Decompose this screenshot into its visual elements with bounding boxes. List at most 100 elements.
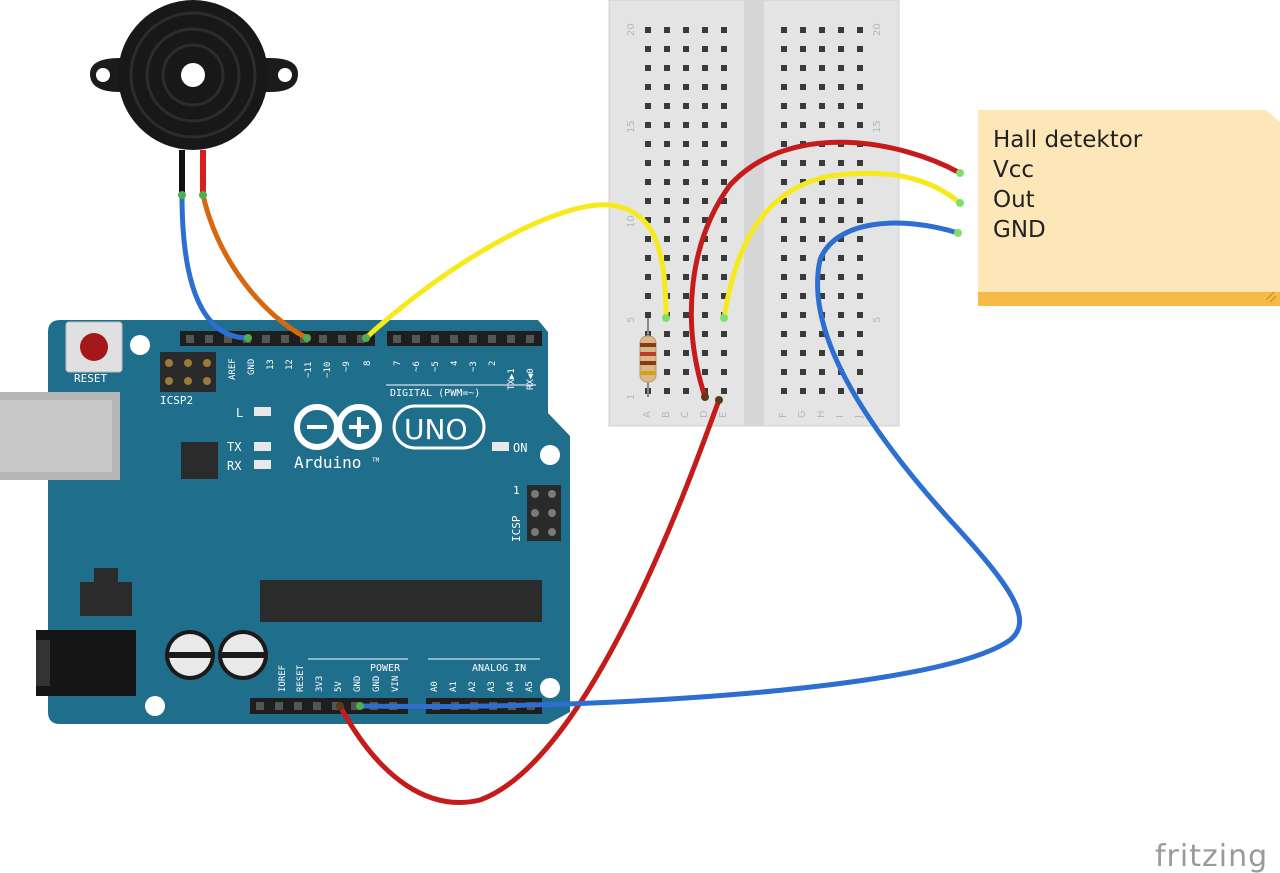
wire-gnd-return[interactable]	[357, 220, 1023, 709]
connection-point	[178, 191, 186, 199]
breadboard-hole	[721, 255, 727, 261]
hall-detector-note: Hall detektor Vcc Out GND	[978, 110, 1280, 306]
breadboard-hole	[664, 179, 670, 185]
breadboard-hole	[838, 84, 844, 90]
breadboard-hole	[683, 103, 689, 109]
wire-5v-breadboard[interactable]	[337, 397, 722, 805]
icsp2-pin	[165, 377, 173, 385]
power-label: POWER	[370, 663, 401, 674]
col-label-20: 20	[626, 23, 637, 36]
header-hole	[205, 335, 213, 343]
connection-point	[356, 702, 364, 710]
breadboard-hole	[664, 236, 670, 242]
breadboard-hole	[702, 179, 708, 185]
header-hole	[224, 335, 232, 343]
breadboard-hole	[721, 369, 727, 375]
led-tx	[254, 442, 271, 451]
note-out: Out	[993, 187, 1035, 213]
led-on	[492, 442, 509, 451]
breadboard-hole	[664, 122, 670, 128]
breadboard-hole	[781, 103, 787, 109]
breadboard-hole	[702, 255, 708, 261]
connection-point	[199, 191, 207, 199]
breadboard-hole	[683, 350, 689, 356]
header-hole	[262, 335, 270, 343]
pin-label-rx0: RX◀0	[526, 368, 536, 390]
resize-grip-icon[interactable]	[1265, 291, 1277, 303]
fritzing-watermark: fritzing	[1155, 839, 1268, 873]
breadboard-hole	[781, 331, 787, 337]
breadboard-hole	[781, 179, 787, 185]
pin-label-8: 8	[363, 361, 373, 366]
breadboard-hole	[781, 236, 787, 242]
breadboard-hole	[838, 255, 844, 261]
pin-label-a4: A4	[506, 681, 516, 692]
pin-label-3v3: 3V3	[315, 676, 325, 692]
breadboard-hole	[702, 84, 708, 90]
led-l	[254, 407, 271, 416]
breadboard-hole	[857, 122, 863, 128]
pin-label-11: ~11	[304, 362, 314, 378]
breadboard-hole	[683, 274, 689, 280]
breadboard-hole	[721, 217, 727, 223]
row-label-a: A	[642, 411, 653, 418]
breadboard-hole	[664, 255, 670, 261]
atmega328-chip	[260, 580, 542, 622]
breadboard-hole	[819, 236, 825, 242]
wire-breadboard-vcc[interactable]	[688, 139, 963, 400]
breadboard-hole	[857, 293, 863, 299]
breadboard-hole	[781, 160, 787, 166]
breadboard-hole	[683, 217, 689, 223]
pin-label-9: ~9	[342, 361, 352, 372]
breadboard-hole	[664, 46, 670, 52]
breadboard-hole	[838, 198, 844, 204]
usb-chip	[181, 442, 218, 479]
row-label-h: H	[816, 410, 827, 418]
breadboard-hole	[819, 388, 825, 394]
breadboard-hole	[702, 160, 708, 166]
header-hole	[412, 335, 420, 343]
breadboard-hole	[781, 198, 787, 204]
breadboard-hole	[838, 350, 844, 356]
breadboard-hole	[721, 122, 727, 128]
breadboard-hole	[819, 369, 825, 375]
breadboard-hole	[683, 122, 689, 128]
wire-buzzer-gnd[interactable]	[179, 192, 251, 341]
capacitor	[218, 630, 268, 680]
wire-buzzer-signal[interactable]	[200, 192, 310, 341]
breadboard-hole	[800, 255, 806, 261]
led-tx-label: TX	[227, 440, 242, 454]
breadboard-hole	[664, 217, 670, 223]
breadboard-hole	[819, 27, 825, 33]
analog-label: ANALOG IN	[472, 663, 526, 674]
icsp2-pin	[165, 359, 173, 367]
reset-button[interactable]	[65, 321, 123, 373]
header-hole	[313, 702, 321, 710]
breadboard-hole	[664, 388, 670, 394]
breadboard-hole	[819, 274, 825, 280]
breadboard-hole	[800, 236, 806, 242]
breadboard-hole	[721, 27, 727, 33]
breadboard: A B C D E F G H I J 20 15 10 5 1 20 15 5	[608, 0, 900, 427]
breadboard-hole	[838, 27, 844, 33]
breadboard-hole	[664, 141, 670, 147]
row-label-c: C	[680, 411, 691, 418]
mounting-hole	[145, 696, 165, 716]
breadboard-hole	[683, 46, 689, 52]
digital-pin-labels: AREF GND 13 12 ~11 ~10 ~9 8 7 ~6 ~5 4 ~3…	[228, 358, 536, 390]
breadboard-hole	[721, 46, 727, 52]
breadboard-hole	[800, 293, 806, 299]
breadboard-hole	[645, 217, 651, 223]
pin-label-a0: A0	[430, 681, 440, 692]
header-hole	[319, 335, 327, 343]
breadboard-hole	[721, 293, 727, 299]
wire-pin8-breadboard[interactable]	[363, 202, 669, 341]
pin-label-vin: VIN	[391, 676, 401, 692]
wire-breadboard-out[interactable]	[721, 170, 963, 321]
breadboard-hole	[683, 27, 689, 33]
breadboard-hole	[683, 65, 689, 71]
breadboard-hole	[857, 236, 863, 242]
breadboard-hole	[664, 331, 670, 337]
pin-label-13: 13	[266, 359, 276, 370]
breadboard-hole	[683, 236, 689, 242]
